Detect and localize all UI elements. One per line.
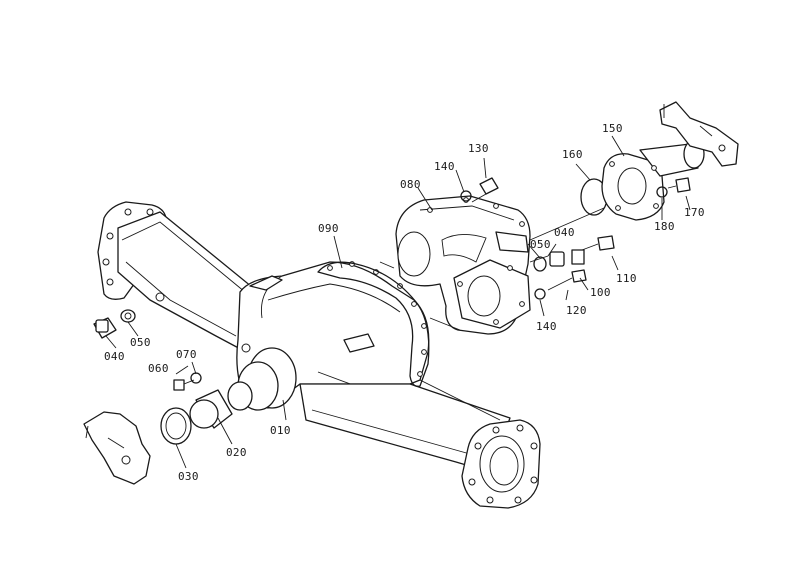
label-100: 100 xyxy=(590,286,611,299)
label-070: 070 xyxy=(176,348,197,361)
differential-case xyxy=(395,195,531,335)
axle-housing xyxy=(97,201,541,509)
label-180: 180 xyxy=(654,220,675,233)
label-040-left: 040 xyxy=(104,350,125,363)
bolt-100 xyxy=(571,249,585,265)
label-040-right: 040 xyxy=(554,226,575,239)
bolt-170 xyxy=(667,177,691,193)
label-110: 110 xyxy=(616,272,637,285)
label-020: 020 xyxy=(226,446,247,459)
plug-040-right xyxy=(549,251,565,267)
label-050-right: 050 xyxy=(530,238,551,251)
leader-lines xyxy=(105,135,691,469)
seal-030 xyxy=(160,407,192,445)
bearing-housing xyxy=(601,139,705,221)
label-050-left: 050 xyxy=(130,336,151,349)
bolt-110 xyxy=(581,235,615,251)
label-140-bottom: 140 xyxy=(536,320,557,333)
gasket xyxy=(317,261,430,387)
bracket-left xyxy=(83,411,151,485)
label-150: 150 xyxy=(602,122,623,135)
bracket-right xyxy=(659,101,739,167)
spacer-020 xyxy=(189,381,253,429)
label-090: 090 xyxy=(318,222,339,235)
washer-140-bottom xyxy=(534,288,546,300)
bolt-120 xyxy=(547,269,587,291)
bolt-060 xyxy=(173,379,195,391)
plug-040-left xyxy=(93,317,117,339)
label-170: 170 xyxy=(684,206,705,219)
label-160: 160 xyxy=(562,148,583,161)
bolt-130 xyxy=(471,177,499,203)
label-060: 060 xyxy=(148,362,169,375)
label-010: 010 xyxy=(270,424,291,437)
label-030: 030 xyxy=(178,470,199,483)
label-140-top: 140 xyxy=(434,160,455,173)
alignment-lines xyxy=(379,207,605,331)
washer-140-top xyxy=(460,190,472,202)
washer-070 xyxy=(190,372,202,384)
washer-050-left xyxy=(120,309,136,323)
washer-050-right xyxy=(533,256,547,272)
label-130: 130 xyxy=(468,142,489,155)
washer-180 xyxy=(656,186,668,198)
label-120: 120 xyxy=(566,304,587,317)
label-080: 080 xyxy=(400,178,421,191)
